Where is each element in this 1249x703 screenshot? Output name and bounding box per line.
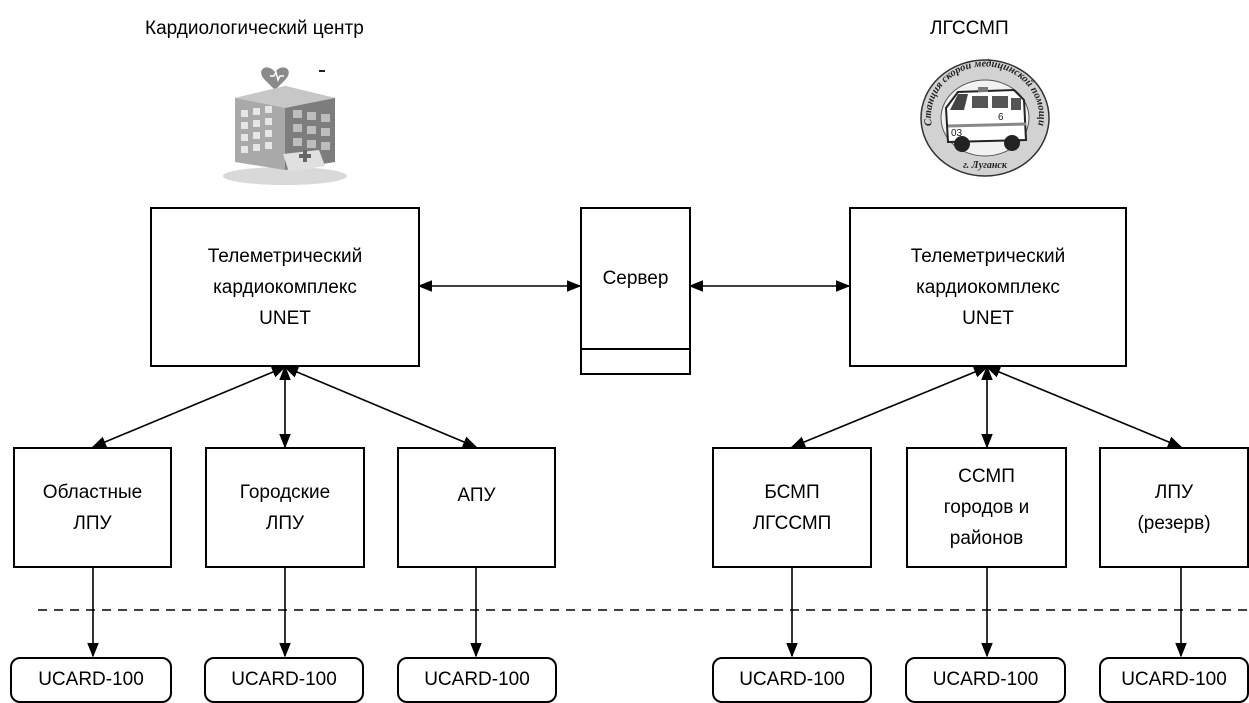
left-telemetry-box: Телеметрический кардиокомплекс UNET bbox=[150, 207, 420, 367]
node-ssmp-label: ССМП городов и районов bbox=[943, 466, 1030, 549]
node-bsmp-label: БСМП ЛГССМП bbox=[752, 481, 832, 534]
node-gorodskie-label: Городские ЛПУ bbox=[239, 481, 331, 534]
node-oblastnye-label: Областные ЛПУ bbox=[42, 481, 143, 534]
logo-caption-bottom: г. Луганск bbox=[963, 160, 1008, 171]
node-lpu-rezerv-label: ЛПУ (резерв) bbox=[1137, 481, 1211, 534]
device-ucard-4: UCARD-100 bbox=[712, 657, 872, 703]
link-left-oblastnye bbox=[91, 366, 287, 448]
link-left-apu bbox=[283, 366, 478, 448]
node-apu: АПУ bbox=[397, 447, 556, 568]
van-number-right: 6 bbox=[998, 112, 1004, 123]
lgssmp-title: ЛГССМП bbox=[930, 18, 1009, 39]
node-bsmp: БСМП ЛГССМП bbox=[712, 447, 872, 568]
device-ucard-2: UCARD-100 bbox=[204, 657, 364, 703]
server-divider bbox=[582, 348, 689, 350]
ambulance-station-logo: 03 6 Станция скорой медицинской помощи г… bbox=[920, 58, 1050, 177]
right-telemetry-label: Телеметрический кардиокомплекс UNET bbox=[910, 245, 1066, 329]
device-ucard-5: UCARD-100 bbox=[905, 657, 1066, 703]
node-gorodskie-lpu: Городские ЛПУ bbox=[205, 447, 365, 568]
hospital-building-icon bbox=[223, 67, 347, 185]
link-right-lpu bbox=[985, 366, 1183, 448]
node-oblastnye-lpu: Областные ЛПУ bbox=[13, 447, 172, 568]
node-ssmp: ССМП городов и районов bbox=[906, 447, 1067, 568]
right-telemetry-box: Телеметрический кардиокомплекс UNET bbox=[849, 207, 1127, 367]
device-ucard-6: UCARD-100 bbox=[1099, 657, 1249, 703]
van-number-left: 03 bbox=[951, 128, 963, 139]
cardio-center-title: Кардиологический центр bbox=[145, 18, 364, 39]
server-box: Сервер bbox=[580, 207, 691, 375]
device-ucard-3: UCARD-100 bbox=[397, 657, 557, 703]
node-lpu-rezerv: ЛПУ (резерв) bbox=[1099, 447, 1249, 568]
device-ucard-1: UCARD-100 bbox=[10, 657, 172, 703]
link-right-bsmp bbox=[790, 366, 989, 448]
left-telemetry-label: Телеметрический кардиокомплекс UNET bbox=[207, 245, 363, 329]
node-apu-label: АПУ bbox=[457, 485, 496, 506]
server-label: Сервер bbox=[602, 268, 669, 289]
